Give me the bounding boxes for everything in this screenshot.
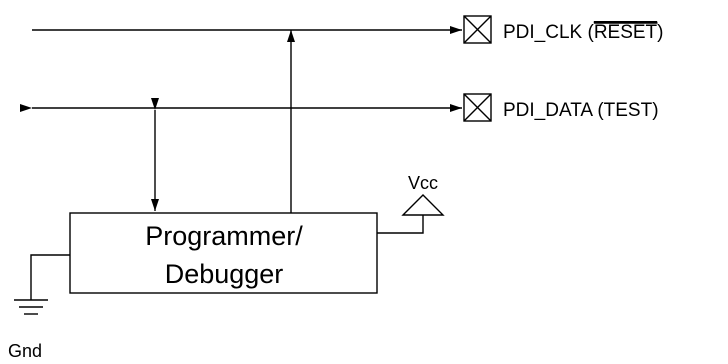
programmer-line2: Debugger [165,259,284,289]
pdi-clk-prefix: PDI_CLK ( [503,22,594,43]
ground-symbol-icon [14,299,48,315]
pdi-data-label: PDI_DATA (TEST) [503,100,659,121]
gnd-wire [30,254,70,300]
programmer-debugger-box [69,212,378,294]
pdi-data-pin-icon [463,93,492,122]
reset-overline-text: RESET [594,22,658,43]
pdi-clk-pin-icon [463,15,492,44]
programmer-line1: Programmer/ [145,221,303,251]
gnd-label: Gnd [8,341,42,361]
vcc-label: Vcc [408,173,438,193]
pdi-clk-suffix: ) [657,22,663,43]
vcc-wire [377,215,424,234]
pdi-clk-label: PDI_CLK (RESET) [503,22,664,43]
vcc-symbol-icon [401,194,445,216]
